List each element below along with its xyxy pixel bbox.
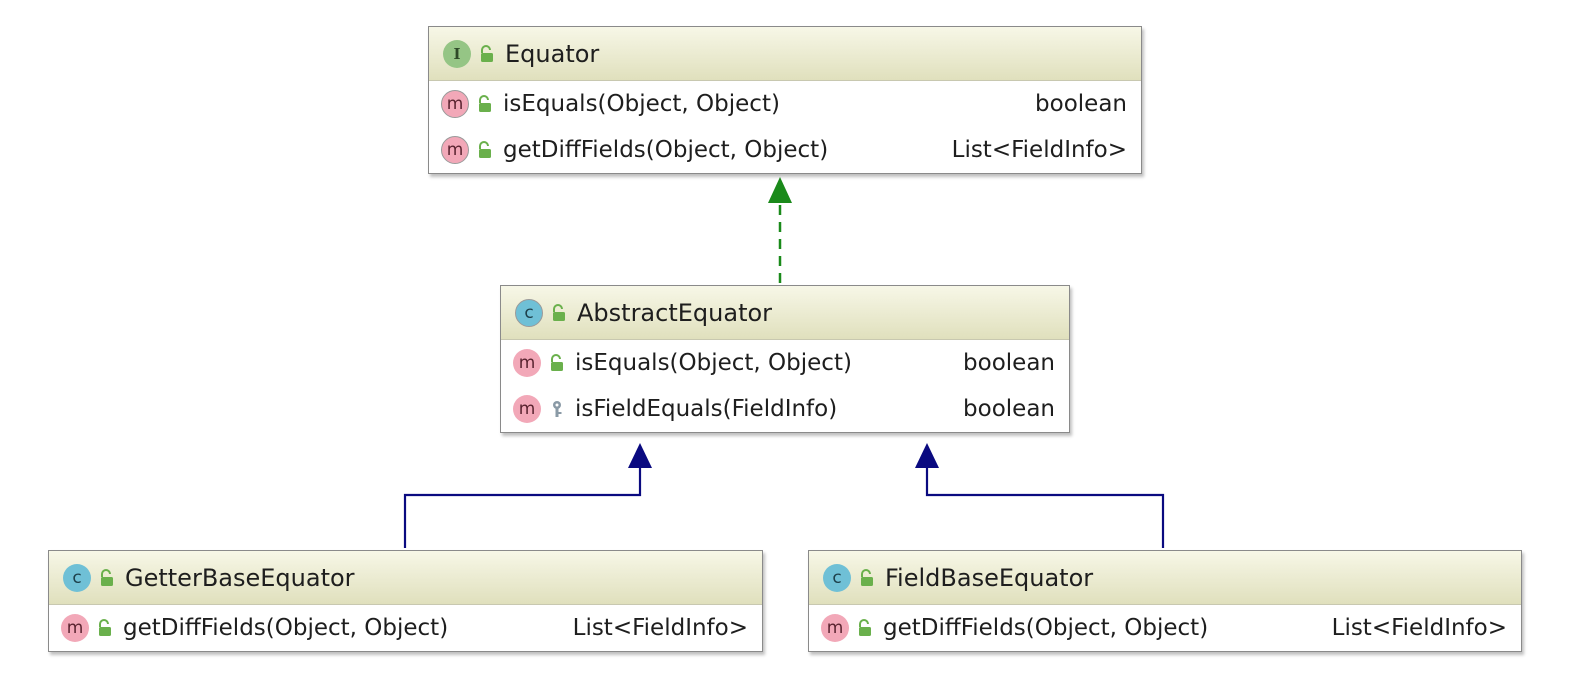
- interface-badge-icon: I: [443, 39, 471, 68]
- member-row[interactable]: m getDiffFields(Object, Object) List<Fie…: [49, 605, 762, 651]
- protected-key-icon: [549, 400, 565, 418]
- method-signature: isEquals(Object, Object): [503, 91, 780, 117]
- member-row[interactable]: m isEquals(Object, Object) boolean: [501, 340, 1069, 386]
- class-name: AbstractEquator: [577, 298, 773, 327]
- method-signature: isFieldEquals(FieldInfo): [575, 396, 838, 422]
- method-signature: getDiffFields(Object, Object): [883, 615, 1209, 641]
- class-box-getter-base-equator[interactable]: c GetterBaseEquator m getDiffFields(Obje…: [48, 550, 763, 652]
- member-row[interactable]: m getDiffFields(Object, Object) List<Fie…: [809, 605, 1521, 651]
- method-badge-icon: m: [61, 614, 89, 642]
- class-name: FieldBaseEquator: [885, 563, 1094, 592]
- extends-edge-getter-to-abstract: [403, 467, 642, 548]
- class-header: c FieldBaseEquator: [809, 551, 1521, 605]
- implements-arrowhead: [768, 177, 792, 203]
- class-name: Equator: [505, 39, 600, 68]
- class-name: GetterBaseEquator: [125, 563, 355, 592]
- public-lock-icon: [859, 568, 875, 587]
- return-type: List<FieldInfo>: [1331, 615, 1507, 641]
- member-row[interactable]: m getDiffFields(Object, Object) List<Fie…: [429, 127, 1141, 173]
- class-header: c AbstractEquator: [501, 286, 1069, 340]
- method-signature: isEquals(Object, Object): [575, 350, 852, 376]
- return-type: boolean: [963, 396, 1055, 422]
- public-lock-icon: [479, 44, 495, 63]
- class-header: c GetterBaseEquator: [49, 551, 762, 605]
- abstract-class-badge-icon: c: [515, 298, 543, 327]
- class-badge-icon: c: [63, 563, 91, 592]
- method-signature: getDiffFields(Object, Object): [123, 615, 449, 641]
- extends-edge-field-to-abstract: [925, 467, 1165, 548]
- return-type: List<FieldInfo>: [572, 615, 748, 641]
- public-lock-icon: [551, 303, 567, 322]
- public-lock-icon: [477, 95, 493, 113]
- member-row[interactable]: m isEquals(Object, Object) boolean: [429, 81, 1141, 127]
- public-lock-icon: [857, 619, 873, 637]
- return-type: boolean: [1035, 91, 1127, 117]
- public-lock-icon: [549, 354, 565, 372]
- class-header: I Equator: [429, 27, 1141, 81]
- class-box-abstract-equator[interactable]: c AbstractEquator m isEquals(Object, Obj…: [500, 285, 1070, 433]
- class-badge-icon: c: [823, 563, 851, 592]
- class-box-equator[interactable]: I Equator m isEquals(Object, Object) boo…: [428, 26, 1142, 174]
- return-type: List<FieldInfo>: [951, 137, 1127, 163]
- class-box-field-base-equator[interactable]: c FieldBaseEquator m getDiffFields(Objec…: [808, 550, 1522, 652]
- method-badge-icon: m: [441, 90, 469, 118]
- public-lock-icon: [97, 619, 113, 637]
- member-row[interactable]: m isFieldEquals(FieldInfo) boolean: [501, 386, 1069, 432]
- return-type: boolean: [963, 350, 1055, 376]
- method-signature: getDiffFields(Object, Object): [503, 137, 829, 163]
- extends-arrowhead-right: [915, 443, 939, 468]
- method-badge-icon: m: [821, 614, 849, 642]
- method-badge-icon: m: [441, 136, 469, 164]
- method-badge-icon: m: [513, 349, 541, 377]
- method-badge-icon: m: [513, 395, 541, 423]
- extends-arrowhead-left: [628, 443, 652, 468]
- public-lock-icon: [99, 568, 115, 587]
- public-lock-icon: [477, 141, 493, 159]
